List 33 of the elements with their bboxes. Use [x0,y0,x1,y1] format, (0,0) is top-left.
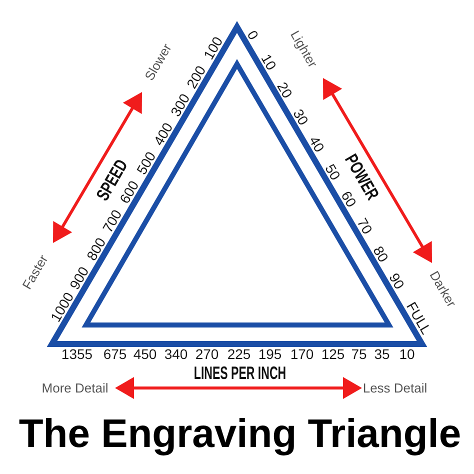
power-value: 90 [386,270,407,292]
lines-per-inch-value: 340 [164,347,188,361]
title: The Engraving Triangle [18,414,462,454]
lines-per-inch-value: 125 [321,347,345,361]
power-value: 0 [245,28,262,42]
lines-per-inch-value: 225 [227,347,251,361]
power-value: 10 [259,52,280,72]
direction-label: More Detail [42,382,108,394]
lines-per-inch-value: 10 [399,347,415,361]
lines-per-inch-value: 675 [103,347,127,361]
power-value: 50 [323,161,343,182]
power-value: 80 [370,243,391,264]
power-value: 20 [275,79,296,100]
speed-value: 800 [84,236,108,263]
power-value: 70 [354,216,375,237]
lines-per-inch-value: 270 [195,347,219,361]
speed-value: 100 [201,34,226,62]
axis-title: LINES PER INCH [194,364,286,382]
direction-label: Less Detail [362,382,428,394]
lines-per-inch-value: 1355 [61,347,93,361]
lines-per-inch-value: 75 [351,347,367,361]
lines-per-inch-value: 170 [290,347,314,361]
speed-value: 900 [66,264,91,292]
lines-per-inch-value: 195 [258,347,282,361]
power-value: 40 [307,134,327,155]
speed-value: 400 [150,120,175,148]
lines-per-inch-value: 450 [133,347,157,361]
power-value: 30 [291,106,312,128]
speed-value: 300 [168,92,192,120]
lines-per-inch-value: 35 [374,347,390,361]
speed-value: 500 [134,149,158,177]
speed-value: 700 [100,206,124,234]
speed-value: 200 [184,63,208,90]
